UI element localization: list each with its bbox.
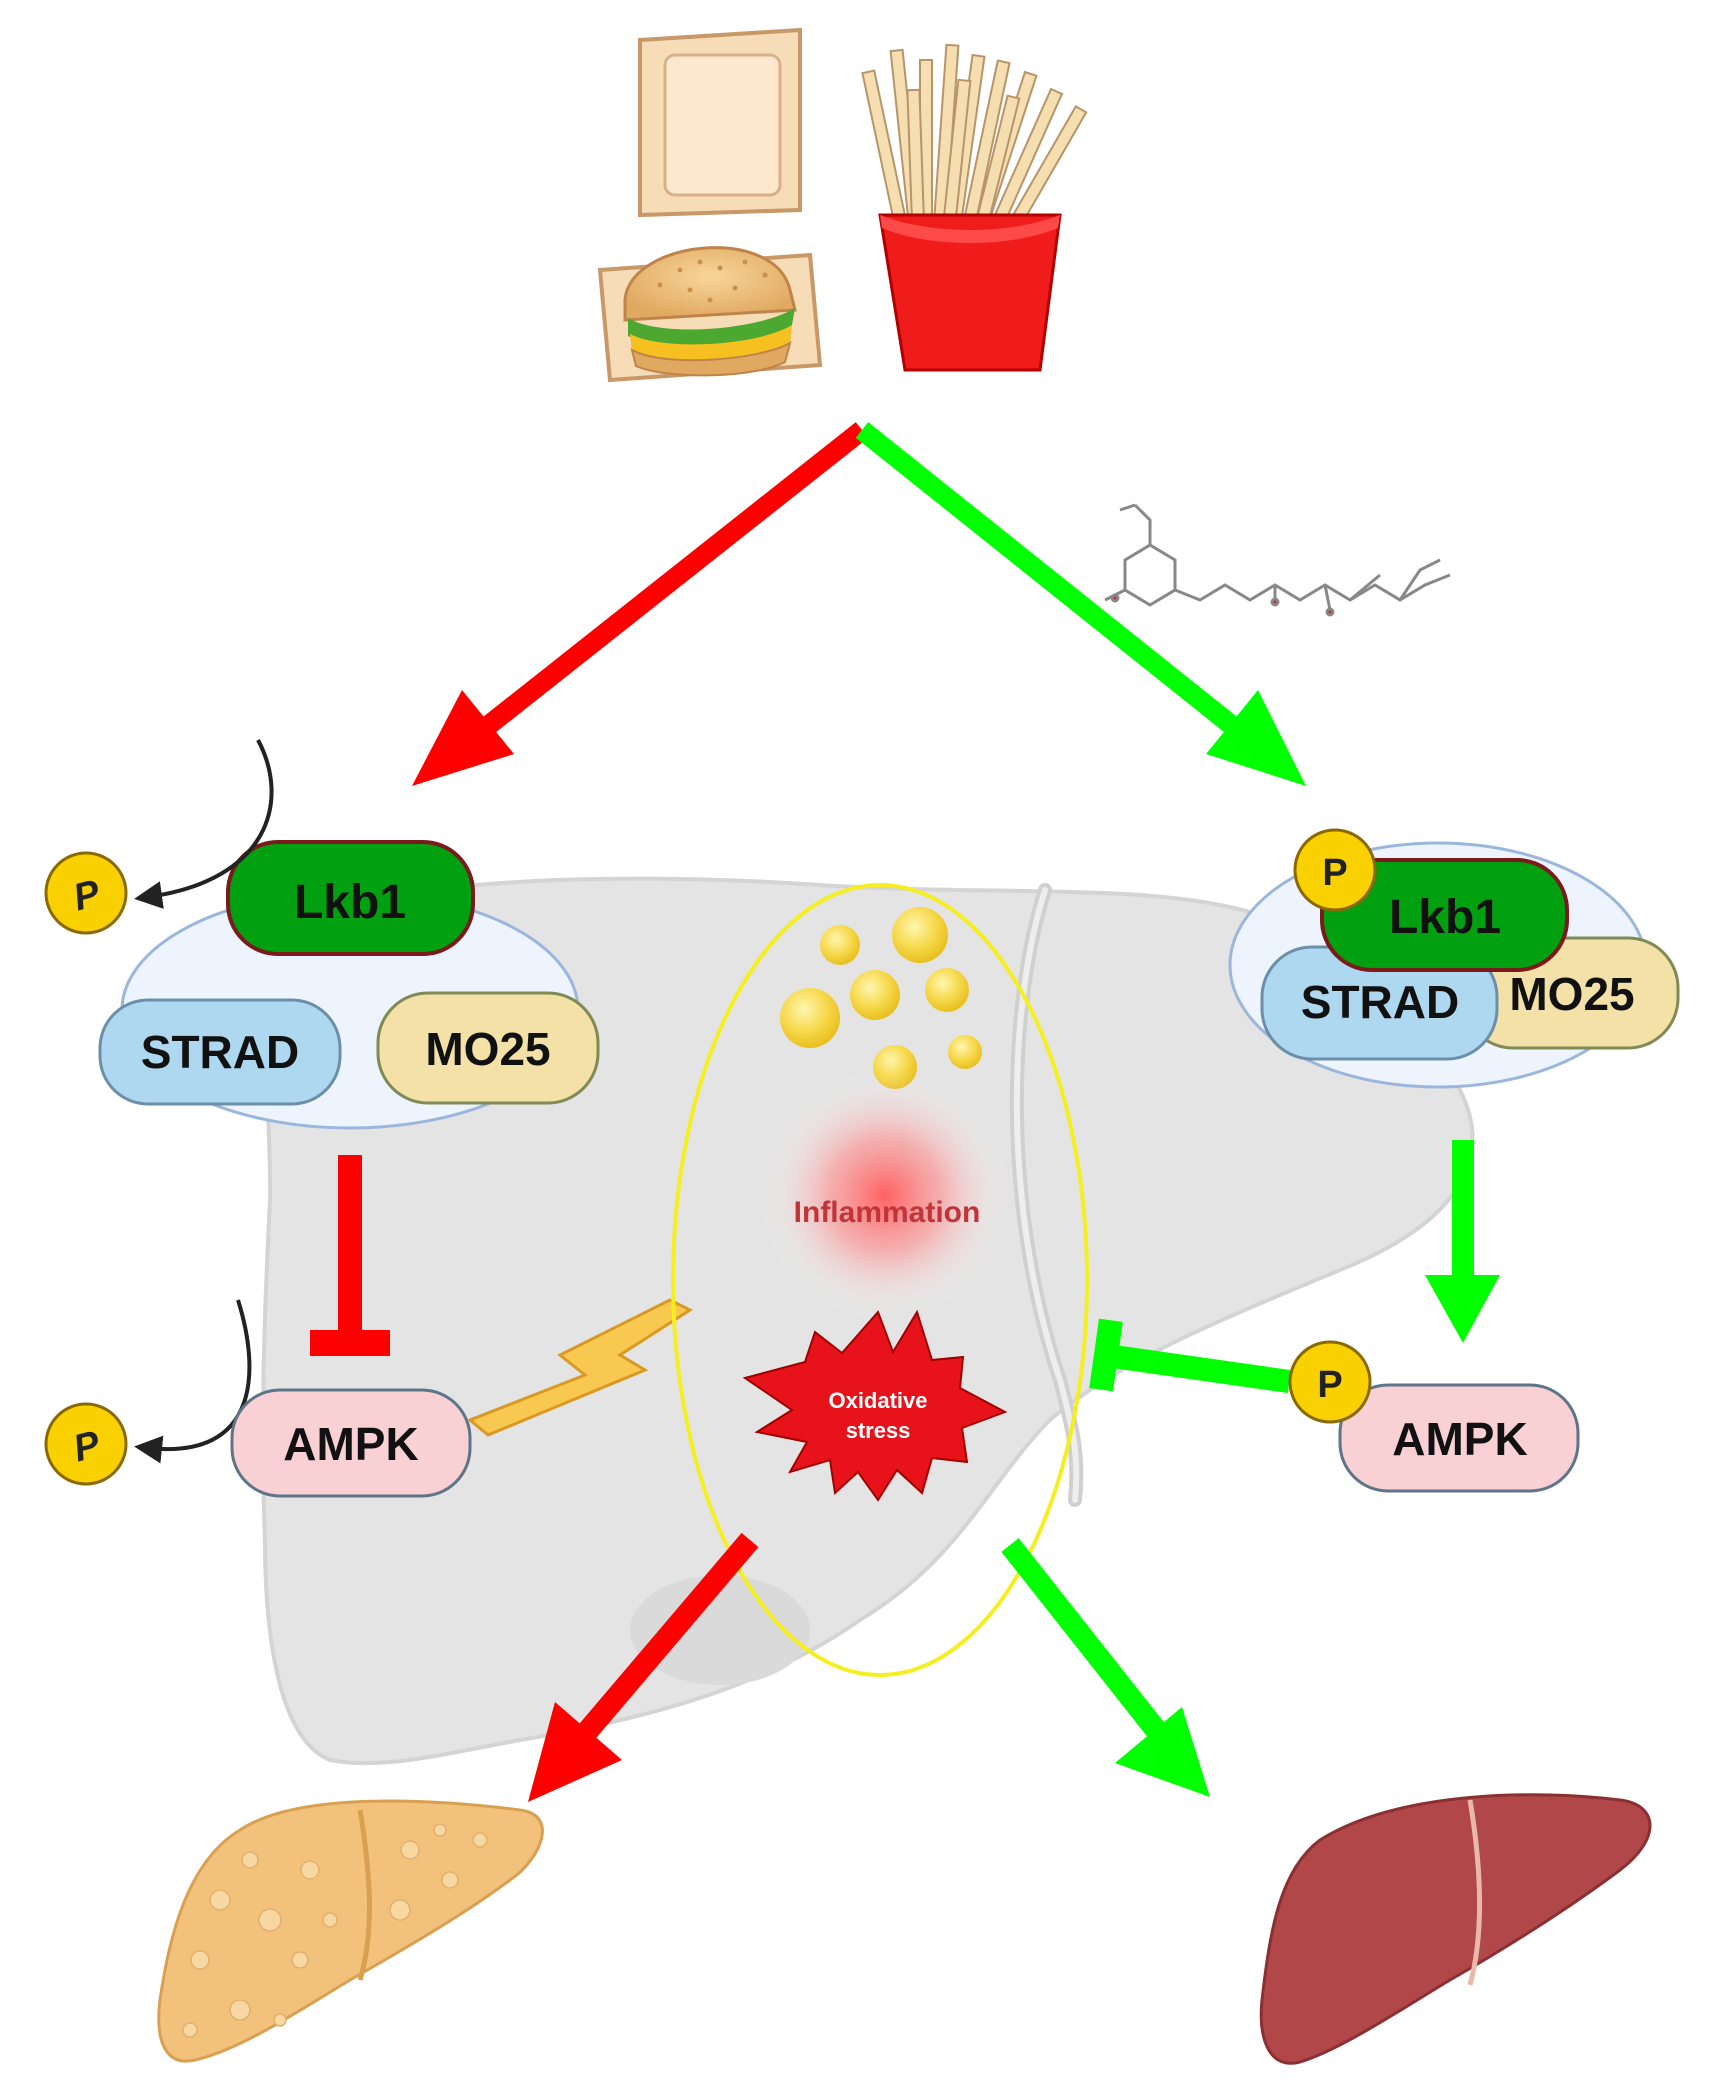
fatty-liver-icon bbox=[157, 1799, 544, 2063]
protect-arrow-bottom bbox=[1001, 1538, 1210, 1797]
left-lkb1-label: Lkb1 bbox=[294, 876, 406, 929]
left-mo25-box bbox=[376, 991, 600, 1105]
right-ampk-box bbox=[1338, 1383, 1580, 1493]
left-lkb1-complex: Lkb1 STRAD MO25 bbox=[98, 840, 600, 1130]
oxidative-stress-label-1: Oxidative bbox=[828, 1388, 927, 1413]
burger-box-icon bbox=[597, 27, 823, 383]
svg-text:P: P bbox=[1322, 852, 1347, 894]
right-lkb1-box bbox=[1320, 858, 1569, 972]
inflammation-glow bbox=[760, 1070, 1010, 1320]
right-lkb1-label: Lkb1 bbox=[1389, 891, 1501, 944]
oxidative-stress-label-2: stress bbox=[846, 1418, 911, 1443]
center-region: Inflammation Oxidative stress bbox=[671, 883, 1089, 1677]
svg-text:P: P bbox=[1317, 1364, 1342, 1406]
left-lkb1-dephospho: P bbox=[44, 739, 274, 935]
right-phospho-lkb1-icon bbox=[1293, 828, 1377, 912]
right-inhibition-arrow bbox=[1089, 1318, 1290, 1393]
molecule-icon bbox=[1104, 503, 1451, 617]
right-lkb1-complex: MO25 STRAD Lkb1 P bbox=[1228, 828, 1680, 1089]
right-mo25-label: MO25 bbox=[1509, 968, 1634, 1020]
right-activation-arrow bbox=[1425, 1140, 1500, 1343]
left-mo25-label: MO25 bbox=[425, 1023, 550, 1075]
right-ampk-label: AMPK bbox=[1392, 1413, 1527, 1465]
left-inhibition-arrow bbox=[310, 1155, 390, 1356]
left-phospho-lkb1-icon bbox=[44, 851, 128, 935]
lightning-icon bbox=[467, 1298, 694, 1437]
fries-icon bbox=[861, 43, 1088, 372]
left-phospho-ampk-icon bbox=[44, 1402, 128, 1486]
harm-arrow-bottom bbox=[528, 1532, 759, 1802]
left-strad-box bbox=[98, 998, 342, 1106]
right-ampk: AMPK P bbox=[1288, 1340, 1580, 1493]
healthy-liver-icon bbox=[1259, 1793, 1652, 2065]
inflammation-label: Inflammation bbox=[794, 1196, 981, 1229]
right-strad-label: STRAD bbox=[1301, 976, 1459, 1028]
oxidative-stress-star bbox=[742, 1309, 1008, 1502]
harm-arrow-top bbox=[412, 422, 869, 786]
left-lkb1-box bbox=[226, 840, 475, 956]
protect-arrow-top bbox=[855, 422, 1306, 786]
left-strad-label: STRAD bbox=[141, 1026, 299, 1078]
right-phospho-ampk-icon bbox=[1288, 1340, 1372, 1424]
left-ampk-box bbox=[230, 1388, 472, 1498]
left-ampk-label: AMPK bbox=[283, 1418, 418, 1470]
left-ampk: P AMPK bbox=[44, 1299, 472, 1498]
